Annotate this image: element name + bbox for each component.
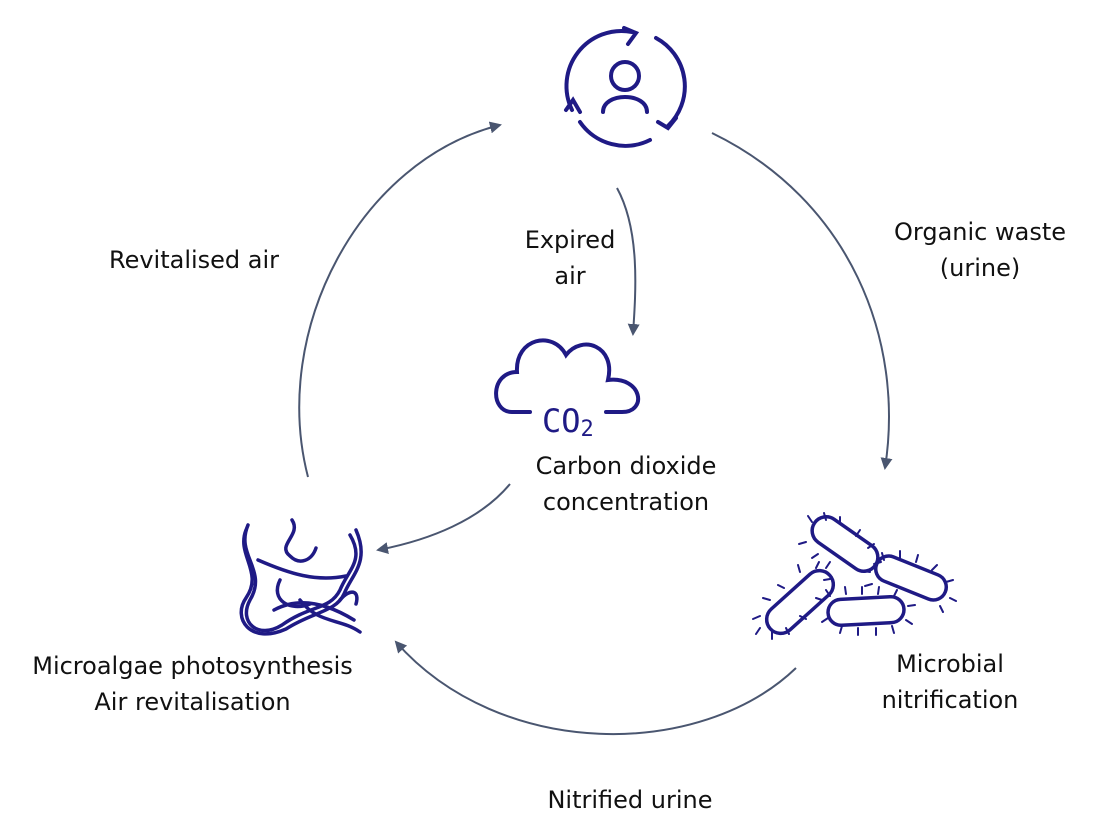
nitrified-urine-label: Nitrified urine (520, 782, 740, 818)
organic-waste-line1: Organic waste (894, 218, 1066, 246)
person-cycle-icon (564, 26, 687, 148)
algae-label: Microalgae photosynthesis Air revitalisa… (0, 648, 385, 720)
expired-air-line1: Expired (524, 226, 616, 254)
bacteria-label-line2: nitrification (881, 686, 1019, 714)
algae-label-line1: Microalgae photosynthesis (32, 652, 353, 680)
expired-air-line2: air (554, 262, 586, 290)
algae-label-line2: Air revitalisation (94, 688, 291, 716)
arrow-organic-waste (711, 132, 893, 470)
nitrified-urine-line1: Nitrified urine (547, 786, 713, 814)
co2-label-line2: concentration (542, 488, 710, 516)
expired-air-label: Expired air (500, 222, 640, 294)
bacteria-label-line1: Microbial (896, 650, 1004, 678)
bacteria-icon (752, 512, 957, 640)
arrow-co2-to-algae (376, 483, 511, 555)
revitalised-air-line1: Revitalised air (108, 246, 280, 274)
co2-icon-text: CO2 (542, 402, 594, 442)
microalgae-icon (239, 518, 363, 636)
arrow-expired-air (616, 187, 640, 336)
bacteria-label: Microbial nitrification (850, 646, 1050, 718)
co2-cloud-icon: CO2 (494, 338, 641, 442)
revitalised-air-label: Revitalised air (84, 242, 304, 278)
organic-waste-line2: (urine) (939, 254, 1021, 282)
co2-label: Carbon dioxide concentration (496, 448, 756, 520)
arrow-revitalised-air (298, 121, 502, 478)
organic-waste-label: Organic waste (urine) (870, 214, 1090, 286)
arrow-nitrified-urine (394, 640, 797, 736)
co2-label-line1: Carbon dioxide (535, 452, 717, 480)
